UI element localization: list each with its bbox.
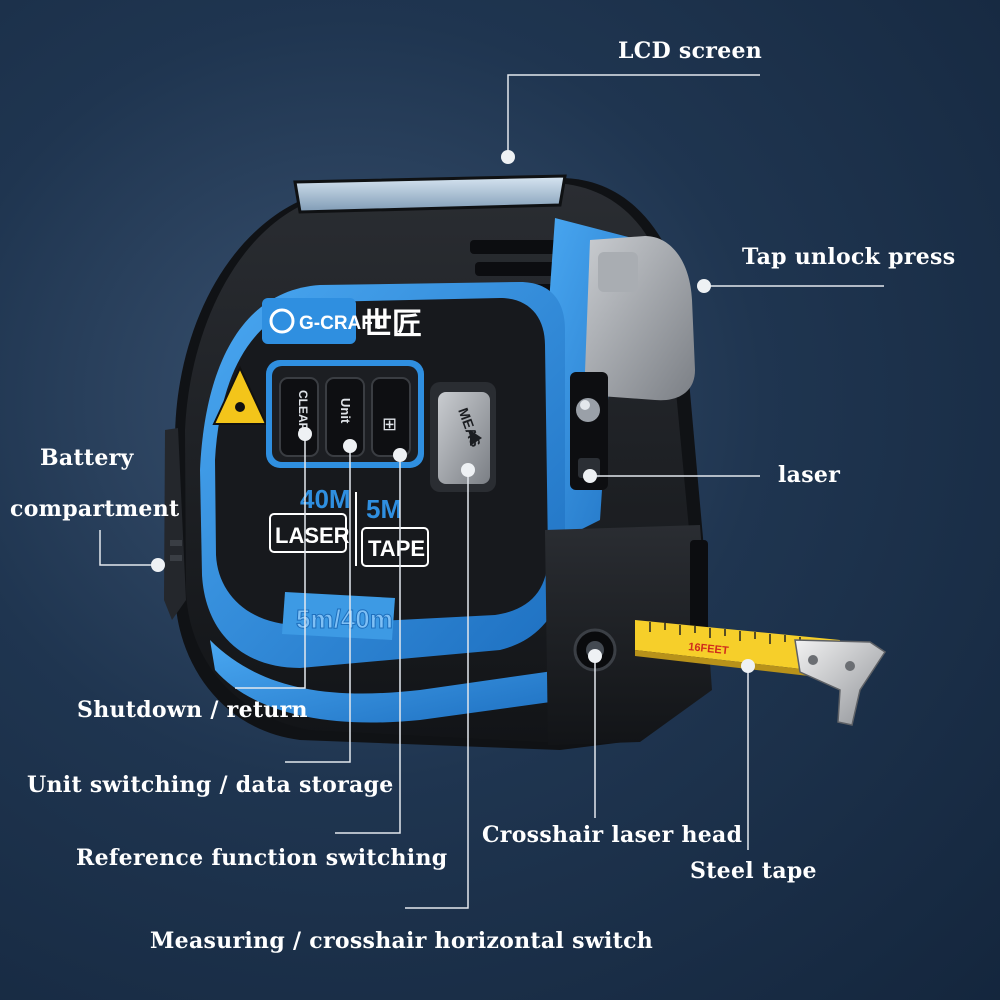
label-measuring-switch: Measuring / crosshair horizontal switch [150,928,654,954]
tape-word-box [361,527,429,567]
laser-warning-icon-dot [235,402,245,412]
unit-button-label: Unit [338,398,353,424]
leader-shutdown [235,434,306,689]
dot-crosshair [588,649,602,663]
steel-tape-hook [794,639,887,726]
battery-compartment-rib [170,540,182,546]
steel-tape-edge [635,650,828,678]
tape-nose [545,525,712,745]
label-reference-function: Reference function switching [76,845,448,871]
leader-measure [405,470,469,909]
leader-ref [335,455,401,834]
brand-chinese-text: 世匠 [362,307,422,342]
dot-measure [461,463,475,477]
dot-shutdown [298,427,312,441]
dot-battery [151,558,165,572]
battery-compartment [164,428,186,620]
laser-range-text: 40M [300,484,351,514]
battery-compartment-rib [170,555,182,561]
brand-logo-mark [269,308,295,334]
dot-tap [697,279,711,293]
label-lcd-screen: LCD screen [618,38,763,64]
top-rib [475,262,563,276]
tape-word-text: TAPE [368,536,425,561]
callout-dots [151,150,755,673]
clear-button[interactable]: CLEAR [279,377,319,457]
leader-battery [99,530,158,566]
model-plate [282,592,395,640]
meas-button[interactable]: MEAS [430,382,496,492]
label-laser: laser [778,462,841,488]
model-text: 5m/40m [296,604,393,634]
label-battery-line2: compartment [10,496,180,522]
label-battery-line1: Battery [40,445,134,471]
dot-lcd [501,150,515,164]
tape-range-text: 5M [366,494,402,524]
tap-unlock-groove [598,252,638,292]
dot-steel [741,659,755,673]
top-rib [470,240,560,254]
reference-button-icon: ⊞ [382,414,397,435]
hook-rivet [845,661,855,671]
hook-rivet [808,655,818,665]
dot-laser [583,469,597,483]
laser-word-text: LASER [275,523,350,548]
steel-tape [635,620,840,672]
label-crosshair-laser-head: Crosshair laser head [482,822,743,848]
label-shutdown-return: Shutdown / return [77,697,308,723]
clear-button-label: CLEAR [296,390,310,432]
lower-blue-band [210,640,565,723]
laser-lens-top-glare [580,400,590,410]
unit-button[interactable]: Unit [325,377,365,457]
leader-lcd [507,74,760,155]
lcd-screen [293,174,567,214]
laser-word-box [269,513,347,553]
brand-logo-text: G-CRAFT [299,313,385,334]
laser-warning-icon [212,365,268,425]
steel-tape-print: 16FEET [688,641,730,657]
label-tap-unlock-press: Tap unlock press [742,244,956,270]
dot-unit [343,439,357,453]
meas-arrow-icon [470,430,482,446]
reference-button[interactable]: ⊞ [371,377,411,457]
label-steel-tape: Steel tape [690,858,817,884]
leader-unit [285,446,351,763]
leader-lines [99,74,884,909]
dot-ref [393,448,407,462]
label-unit-switching: Unit switching / data storage [27,772,394,798]
